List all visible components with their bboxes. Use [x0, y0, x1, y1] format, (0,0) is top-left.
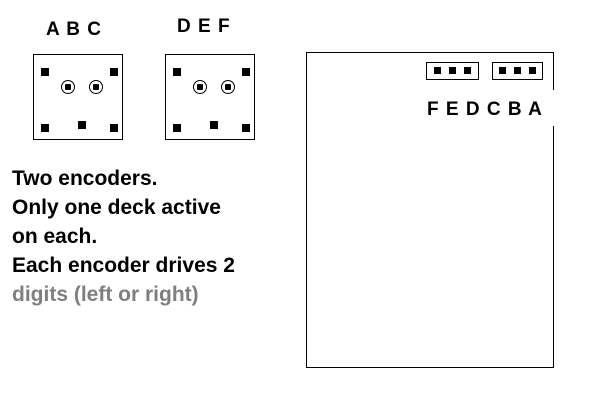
encoder-pad	[242, 124, 250, 132]
encoder-pin	[61, 80, 75, 94]
description-line: Two encoders.	[12, 167, 158, 190]
encoder-pin	[89, 80, 103, 94]
encoder-right	[165, 54, 255, 140]
header-pin	[529, 67, 536, 74]
board-outline	[306, 52, 554, 368]
header-pin	[464, 67, 471, 74]
header-pin	[499, 67, 506, 74]
header-label: F E D C B A	[427, 99, 543, 120]
encoder-pad	[41, 68, 49, 76]
header-pin	[514, 67, 521, 74]
encoder-pad	[110, 68, 118, 76]
description-line: Each encoder drives 2	[12, 254, 235, 277]
header-pin	[449, 67, 456, 74]
header-left	[426, 62, 479, 80]
encoder-pad	[210, 121, 218, 129]
encoder-pin	[221, 80, 235, 94]
description-line: Only one deck active	[12, 196, 221, 219]
encoder-left	[33, 54, 123, 140]
encoder-pad	[242, 68, 250, 76]
description-text: Two encoders. Only one deck active on ea…	[12, 164, 235, 309]
label-background	[420, 90, 556, 126]
encoder-pin	[193, 80, 207, 94]
encoder-pad	[173, 124, 181, 132]
description-line: on each.	[12, 225, 98, 248]
encoder-pad	[110, 124, 118, 132]
encoder-pad	[41, 124, 49, 132]
header-right	[492, 62, 543, 80]
header-pin	[434, 67, 441, 74]
description-line: digits (left or right)	[12, 283, 199, 306]
encoder-pad	[78, 121, 86, 129]
encoder-left-label: A B C	[46, 19, 103, 40]
encoder-pad	[173, 68, 181, 76]
encoder-right-label: D E F	[177, 16, 231, 37]
